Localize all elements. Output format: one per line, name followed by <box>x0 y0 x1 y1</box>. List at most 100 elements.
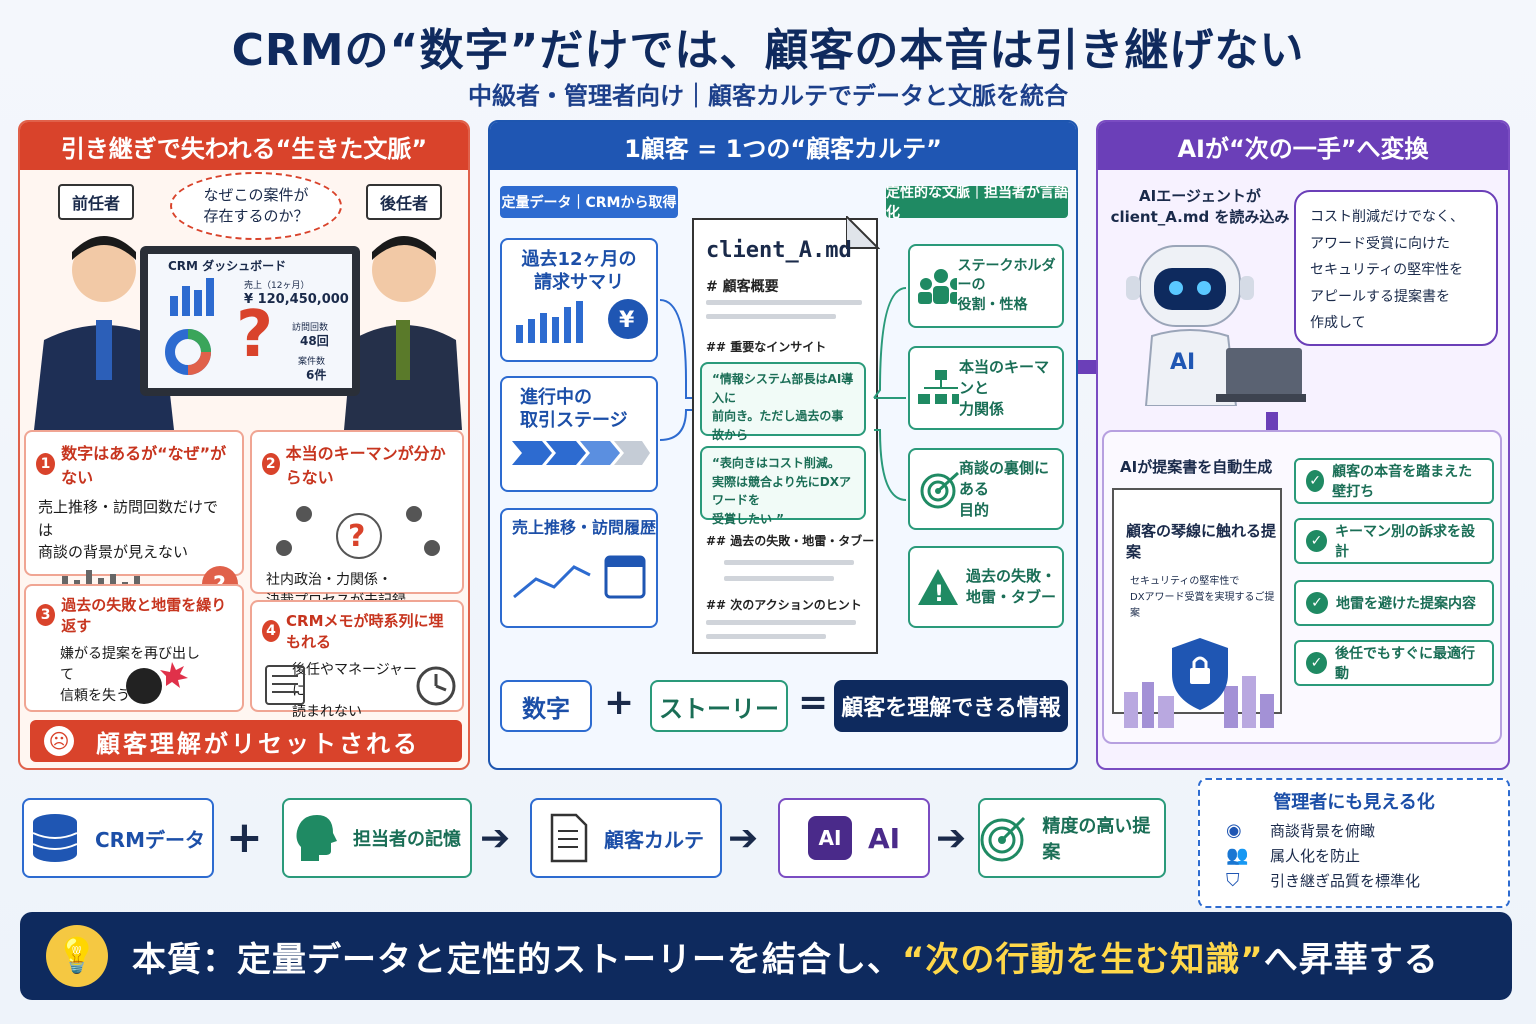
agent-text: AIエージェントが client_A.md を読み込み <box>1110 187 1290 226</box>
question-mark-icon: ? <box>236 298 273 372</box>
flow-karte: 顧客カルテ <box>530 798 722 878</box>
flow-arrow-3-icon: ➔ <box>936 818 967 859</box>
flow-proposal: 精度の高い提案 <box>978 798 1166 878</box>
check-icon: ✓ <box>1306 470 1325 492</box>
eye-icon: ◉ <box>1226 820 1242 841</box>
eq-plus: + <box>604 682 635 723</box>
check-icon: ✓ <box>1306 652 1327 674</box>
page-title: CRMの“数字”だけでは、顧客の本音は引き継げない <box>231 25 1305 76</box>
dashboard-sales-value: ¥ 120,450,000 <box>244 292 349 307</box>
flow-ai: AI AI <box>778 798 930 878</box>
check-icon: ✓ <box>1306 530 1327 552</box>
doc-filename: client_A.md <box>706 238 852 263</box>
shield-lock-icon <box>1124 638 1274 728</box>
page-subtitle: 中級者・管理者向け｜顧客カルテでデータと文脈を統合 <box>468 82 1068 110</box>
panel-right-header: AIが“次の一手”へ変換 <box>1098 122 1508 170</box>
sad-face-icon: ☹ <box>44 726 74 756</box>
check-item-1: ✓顧客の本音を踏まえた壁打ち <box>1294 458 1494 504</box>
check-item-4: ✓後任でもすぐに最適行動 <box>1294 640 1494 686</box>
instruction-bubble: コスト削減だけでなく、 アワード受賞に向けた セキュリティの堅牢性を アピールす… <box>1294 190 1498 346</box>
qual-label: 定性的な文脈｜担当者が言語化 <box>886 185 1068 221</box>
check-item-2: ✓キーマン別の訴求を設計 <box>1294 518 1494 564</box>
flow-crm-data: CRMデータ <box>22 798 214 878</box>
dashboard-deals-value: 6件 <box>306 368 327 382</box>
dashboard-sales-label: 売上（12ヶ月） <box>244 281 310 291</box>
shield-check-icon: ⛉ <box>1226 870 1240 891</box>
quant-sales-history: 売上推移・訪問履歴 <box>500 508 658 628</box>
handover-illustration: ? <box>34 236 462 430</box>
successor-head <box>372 238 436 302</box>
manager-item-3: ⛉引き継ぎ品質を標準化 <box>1226 870 1421 891</box>
panel-mid-header: 1顧客 = 1つの“顧客カルテ” <box>490 122 1076 170</box>
eq-numbers: 数字 <box>500 680 592 732</box>
gen-label: AIが提案書を自動生成 <box>1120 458 1273 476</box>
doc-h1: # 顧客概要 <box>706 279 779 295</box>
predecessor-head <box>72 238 136 302</box>
bomb-icon <box>126 662 188 704</box>
dashboard-deals-label: 案件数 <box>298 357 326 367</box>
card-title: 過去の失敗と地雷を繰り返す <box>61 596 227 635</box>
manager-title: 管理者にも見える化 <box>1273 792 1435 813</box>
card-text: 嫌がる提案を再び出して 信頼を失う <box>60 646 200 704</box>
qual-hidden-purpose: 商談の裏側にある 目的 <box>908 448 1064 530</box>
reset-text: 顧客理解がリセットされる <box>96 729 420 758</box>
svg-text:!: ! <box>934 582 944 607</box>
eq-story: ストーリー <box>650 680 788 732</box>
card-title: 本当のキーマンが分からない <box>285 444 446 487</box>
qual-taboo: ! 過去の失敗・ 地雷・タブー <box>908 546 1064 628</box>
doc-h4: ## 次のアクションのヒント <box>706 598 862 612</box>
quant-billing: 過去12ヶ月の 請求サマリ ¥ <box>500 238 658 362</box>
manager-item-2: 👥属人化を防止 <box>1226 845 1361 866</box>
qual-stakeholder: ステークホルダーの 役割・性格 <box>908 244 1064 328</box>
quant-label: 定量データ｜CRMから取得 <box>500 186 678 218</box>
proposal-subtitle: セキュリティの堅牢性で DXアワード受賞を実現するご提案 <box>1130 576 1275 619</box>
flow-memory: 担当者の記憶 <box>282 798 472 878</box>
essence-highlight: “次の行動を生む知識” <box>902 939 1264 980</box>
keyman-network-icon: ? <box>276 506 440 559</box>
target-icon <box>920 471 959 509</box>
flow-plus: + <box>226 812 263 863</box>
proposal-document: 顧客の琴線に触れる提案 セキュリティの堅牢性で DXアワード受賞を実現するご提案 <box>1112 488 1282 728</box>
essence-text: 本質：定量データと定性的ストーリーを結合し、“次の行動を生む知識”へ昇華する <box>132 939 1439 980</box>
check-icon: ✓ <box>1306 592 1328 614</box>
proposal-title: 顧客の琴線に触れる提案 <box>1126 522 1277 561</box>
essence-banner: 💡 本質：定量データと定性的ストーリーを結合し、“次の行動を生む知識”へ昇華する <box>20 912 1512 1000</box>
insight-quote-2: “表向きはコスト削減。 実際は競合より先にDXアワードを 受賞したい ” <box>700 446 866 526</box>
svg-text:¥: ¥ <box>619 308 635 333</box>
eq-result: 顧客を理解できる情報 <box>834 680 1068 732</box>
manager-visibility-box: 管理者にも見える化 ◉商談背景を俯瞰 👥属人化を防止 ⛉引き継ぎ品質を標準化 <box>1198 778 1510 908</box>
bar-chart-yen-icon: ¥ <box>516 298 648 343</box>
tag-predecessor: 前任者 <box>58 184 135 220</box>
client-karte-document <box>692 218 878 654</box>
card-title: 数字はあるが“なぜ”がない <box>61 444 227 487</box>
doc-fold-icon <box>846 216 880 249</box>
line-chart-calendar-icon <box>513 555 646 599</box>
flow-arrow-1-icon: ➔ <box>480 818 511 859</box>
connector-lines <box>659 287 907 501</box>
card-text: 売上推移・訪問回数だけでは 商談の背景が見えない <box>38 498 219 561</box>
quant-stage: 進行中の 取引ステージ <box>500 376 658 492</box>
manager-item-1: ◉商談背景を俯瞰 <box>1226 820 1376 841</box>
eq-equals: = <box>798 682 829 723</box>
robot-ai-label: AI <box>1170 350 1196 375</box>
dashboard-visits-label: 訪問回数 <box>292 323 329 333</box>
card-text: 後任やマネージャーに 読まれない <box>292 662 418 720</box>
dashboard-visits-value: 48回 <box>300 334 329 348</box>
database-icon <box>32 814 78 862</box>
qual-keyman: 本当のキーマンと 力関係 <box>908 346 1064 430</box>
panel-left-header: 引き継ぎで失われる“生きた文脈” <box>20 122 468 170</box>
svg-text:?: ? <box>348 519 365 554</box>
tag-successor: 後任者 <box>366 184 443 220</box>
memo-clock-icon <box>265 665 456 706</box>
document-icon <box>550 813 588 863</box>
doc-h3: ## 過去の失敗・地雷・タブー <box>706 534 875 548</box>
robot-laptop-illustration <box>1126 245 1306 406</box>
ai-chip-icon: AI <box>807 816 852 860</box>
card-title: CRMメモが時系列に埋もれる <box>286 612 444 651</box>
reset-banner: ☹ 顧客理解がリセットされる <box>30 720 462 762</box>
target-icon <box>980 816 1026 862</box>
